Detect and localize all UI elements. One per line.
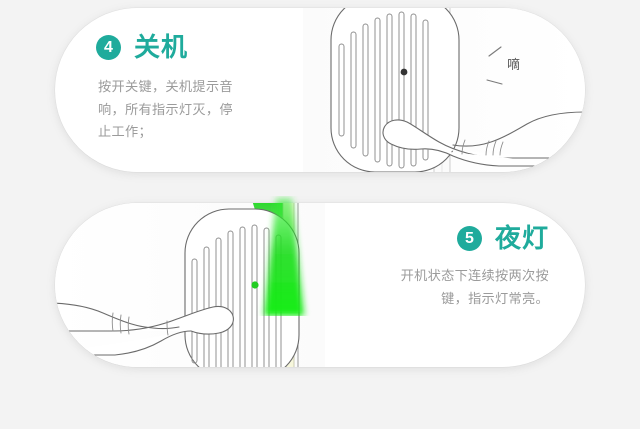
card-nightlight-illustration-panel [55,203,325,367]
step-number-badge: 5 [456,225,482,251]
card-shutdown-title-row: 4 关机 [96,34,188,60]
instruction-card-nightlight: 5 夜灯 开机状态下连续按两次按 键，指示灯常亮。 [55,203,585,367]
step-number-badge: 4 [96,34,121,60]
hand-pressing-device-illustration [330,8,585,172]
sound-wave-lines [486,46,503,85]
card-nightlight-title: 夜灯 [494,223,549,253]
card-nightlight-title-row: 5 夜灯 [456,223,549,253]
indicator-dot-green [251,281,259,289]
indicator-dot [400,68,408,76]
card-shutdown-title: 关机 [134,32,189,62]
hand-pressing-device-nightlight-illustration [55,203,300,367]
card-shutdown-text-panel: 4 关机 按开关键，关机提示音 响，所有指示灯灭，停 止工作； [55,8,303,172]
card-nightlight-description: 开机状态下连续按两次按 键，指示灯常亮。 [400,268,549,306]
card-shutdown-illustration-panel: 嘀 [303,8,585,172]
instruction-card-shutdown: 4 关机 按开关键，关机提示音 响，所有指示灯灭，停 止工作； [55,8,585,172]
card-shutdown-description: 按开关键，关机提示音 响，所有指示灯灭，停 止工作； [98,79,233,139]
card-nightlight-text-panel: 5 夜灯 开机状态下连续按两次按 键，指示灯常亮。 [325,203,585,367]
beep-sound-label: 嘀 [507,57,521,72]
